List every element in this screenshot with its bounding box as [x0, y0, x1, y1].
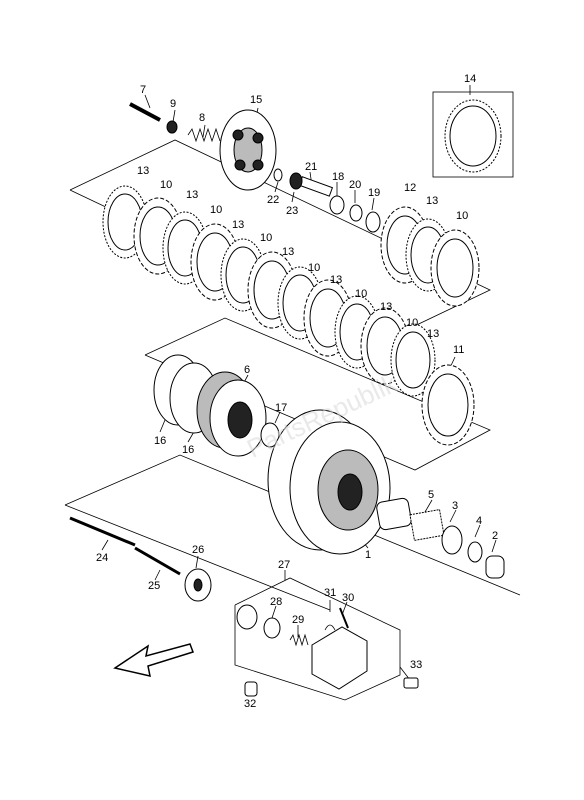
callout-13a: 13 [137, 165, 149, 177]
callout-19: 18 [332, 171, 344, 183]
callout-3: 3 [452, 500, 458, 512]
callout-12: 12 [404, 182, 416, 194]
callout-13h: 13 [426, 195, 438, 207]
callout-4: 4 [476, 515, 482, 527]
pressure-plate [219, 109, 277, 191]
plate-stack [102, 185, 480, 446]
callout-13g: 13 [427, 328, 439, 340]
callout-23: 25 [148, 580, 160, 592]
callout-7: 7 [140, 84, 146, 96]
bolt [129, 102, 161, 122]
push-rod-components [273, 168, 381, 233]
callout-8: 8 [199, 112, 205, 124]
callout-31: 30 [342, 592, 354, 604]
washer [166, 120, 178, 134]
spacer-2 [485, 555, 505, 579]
washer-3 [441, 525, 463, 555]
callout-34: 33 [410, 659, 422, 671]
callout-6: 6 [244, 364, 250, 376]
plate-kit-ring [444, 99, 502, 173]
callout-27: 26 [192, 544, 204, 556]
callout-labels: 7 9 8 15 14 21 18 20 19 22 23 13 10 13 1… [96, 73, 498, 710]
washer-4 [467, 541, 483, 563]
callout-18: 17 [275, 402, 287, 414]
callout-16: 16 [182, 444, 194, 456]
callout-33: 32 [244, 698, 256, 710]
clutch-housing [267, 409, 391, 555]
release-assembly [236, 604, 419, 697]
callout-13b: 13 [186, 189, 198, 201]
direction-arrow [113, 643, 194, 677]
callout-30: 29 [292, 614, 304, 626]
callout-10g: 10 [456, 210, 468, 222]
housing-spacer [376, 497, 412, 531]
callout-14: 14 [464, 73, 476, 85]
push-piece [184, 568, 212, 602]
thrust-washer [260, 422, 280, 448]
callout-24: 21 [305, 161, 317, 173]
callout-13e: 13 [330, 274, 342, 286]
callout-10e: 10 [355, 288, 367, 300]
callout-17: 16 [154, 435, 166, 447]
callout-13d: 13 [282, 246, 294, 258]
callout-9: 9 [170, 98, 176, 110]
callout-22: 24 [96, 552, 108, 564]
callout-5: 5 [428, 489, 434, 501]
callout-13c: 13 [232, 219, 244, 231]
callout-15: 15 [250, 94, 262, 106]
callout-32: 31 [324, 587, 336, 599]
callout-2: 2 [492, 530, 498, 542]
clutch-boss [196, 371, 267, 457]
callout-26: 23 [286, 205, 298, 217]
callout-28: 27 [278, 559, 290, 571]
callout-13f: 13 [380, 301, 392, 313]
callout-10d: 10 [308, 262, 320, 274]
push-rods [69, 516, 181, 576]
needle-bearing [409, 509, 445, 541]
callout-10f: 10 [406, 317, 418, 329]
callout-10a: 10 [160, 179, 172, 191]
callout-1: 1 [365, 549, 371, 561]
callout-20: 19 [368, 187, 380, 199]
callout-10c: 10 [260, 232, 272, 244]
callout-21: 20 [349, 179, 361, 191]
callout-29: 28 [270, 596, 282, 608]
spring [187, 127, 221, 143]
callout-11: 11 [453, 344, 464, 356]
callout-10b: 10 [210, 204, 222, 216]
callout-25: 22 [267, 194, 279, 206]
